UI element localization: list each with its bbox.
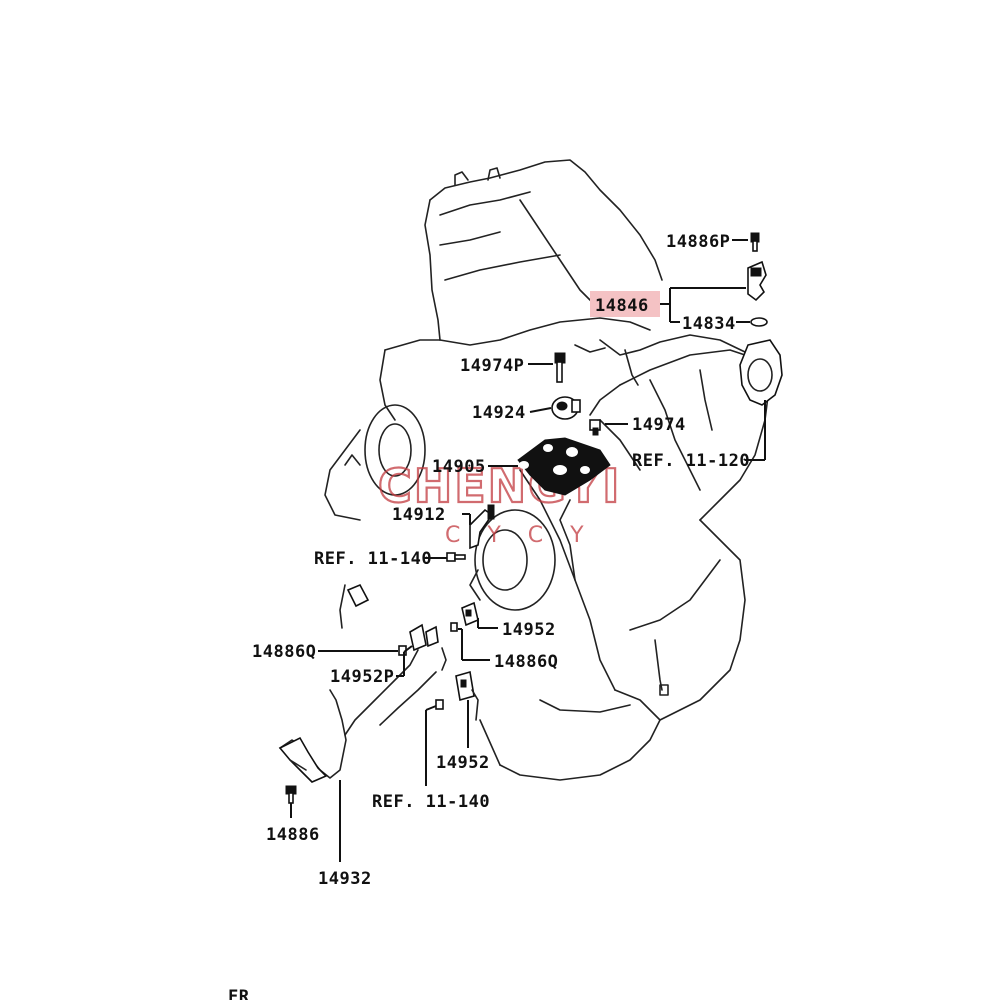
bolt-icon — [554, 352, 566, 383]
bolt-icon — [450, 622, 458, 632]
connector-bracket-icon — [469, 504, 495, 550]
label-14974p[interactable]: 14974P — [460, 356, 524, 376]
cam-housing-icon — [739, 339, 783, 406]
label-14912[interactable]: 14912 — [392, 505, 446, 525]
leader-lines — [290, 239, 766, 862]
label-14952-upper[interactable]: 14952 — [502, 620, 556, 640]
bolt-icon — [446, 552, 466, 562]
bracket-icon — [517, 437, 611, 496]
label-ref-11-120[interactable]: REF. 11-120 — [632, 451, 750, 471]
highlight-box — [590, 291, 660, 317]
label-14952p[interactable]: 14952P — [330, 667, 394, 687]
label-14924[interactable]: 14924 — [472, 403, 526, 423]
knock-sensor-icon — [551, 396, 581, 420]
label-14952-lower[interactable]: 14952 — [436, 753, 490, 773]
label-ref-11-140-lower[interactable]: REF. 11-140 — [372, 792, 490, 812]
label-14932[interactable]: 14932 — [318, 869, 372, 889]
clip-icon — [409, 623, 439, 652]
bolt-icon — [750, 232, 760, 252]
part-shapes — [278, 232, 783, 804]
bolt-icon — [285, 785, 297, 804]
label-14886q-left[interactable]: 14886Q — [252, 642, 316, 662]
label-14886p[interactable]: 14886P — [666, 232, 730, 252]
label-14905[interactable]: 14905 — [432, 457, 486, 477]
clip-icon — [455, 670, 479, 721]
wire-harness-icon — [278, 583, 437, 783]
label-14886[interactable]: 14886 — [266, 825, 320, 845]
o-ring-icon — [750, 317, 768, 327]
label-14886q-right[interactable]: 14886Q — [494, 652, 558, 672]
label-14846[interactable]: 14846 — [595, 296, 649, 316]
part-labels: 14886P 14846 14834 14974P 14924 14974 RE… — [252, 232, 750, 889]
corner-fr-text: FR — [228, 987, 250, 1000]
label-14974[interactable]: 14974 — [632, 415, 686, 435]
label-14834[interactable]: 14834 — [682, 314, 736, 334]
bolt-icon — [589, 419, 601, 436]
watermark-sub: C Y C Y — [445, 523, 594, 548]
engine-illustration — [324, 159, 771, 781]
clip-icon — [461, 601, 479, 627]
bolt-icon — [435, 699, 444, 710]
label-ref-11-140-upper[interactable]: REF. 11-140 — [314, 549, 432, 569]
sensor-icon — [747, 260, 767, 302]
